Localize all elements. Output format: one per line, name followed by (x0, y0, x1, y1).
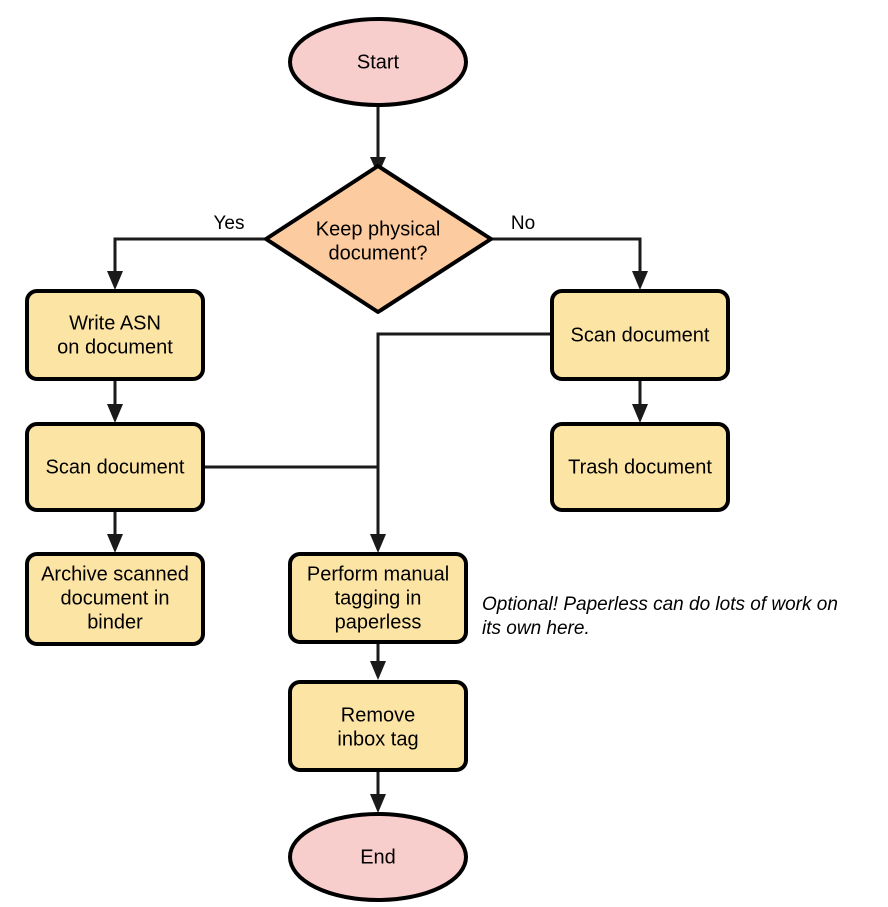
arrowhead-decision-no (632, 271, 648, 290)
arrowhead-scan-right-to-trash (632, 404, 648, 423)
node-scan-document-right[interactable]: Scan document (550, 289, 730, 381)
arrowhead-remove-inbox-tag-to-end (370, 794, 386, 813)
trash-document-rect[interactable] (550, 422, 730, 512)
node-trash-document-label: Trash document (568, 456, 712, 478)
node-remove-inbox-tag[interactable]: Remove inbox tag (288, 680, 468, 772)
node-keep-physical-document-label-line1: Keep physical (316, 218, 441, 240)
edge-layer: Write ASN --> Scan document (right) --> (107, 104, 648, 813)
node-write-asn-on-document[interactable]: Write ASN on document (25, 289, 205, 381)
node-archive-scanned-document-in-binder-label-line3: binder (87, 611, 143, 633)
edge-label-layer: Yes No (214, 213, 536, 234)
edge-line-decision-no (491, 237, 642, 275)
optional-note-line2: its own here. (482, 618, 590, 639)
edge-label-no: No (511, 213, 535, 234)
arrowhead-scan-left-to-archive (107, 534, 123, 553)
write-asn-on-document-rect[interactable] (25, 289, 205, 381)
edge-remove-inbox-tag-to-end (370, 771, 386, 813)
node-archive-scanned-document-in-binder-label-line1: Archive scanned (41, 563, 189, 585)
edge-scan-right-to-tagging (370, 332, 552, 553)
edge-decision-no (491, 237, 648, 290)
arrowhead-decision-yes (107, 271, 123, 290)
edge-line-scan-right-to-tagging (376, 332, 552, 538)
annotation-optional-note: Optional! Paperless can do lots of work … (482, 594, 838, 639)
node-perform-manual-tagging-label-line2: tagging in (335, 587, 422, 609)
edge-write-asn-to-scan (107, 378, 123, 423)
node-remove-inbox-tag-label-line1: Remove (341, 704, 415, 726)
node-scan-document-left-label: Scan document (46, 456, 185, 478)
node-start[interactable]: Start (288, 17, 468, 107)
remove-inbox-tag-rect[interactable] (288, 680, 468, 772)
edge-scan-right-to-trash (632, 378, 648, 423)
arrowhead-write-asn-to-scan (107, 404, 123, 423)
edge-tagging-to-remove-inbox-tag (370, 641, 386, 680)
node-keep-physical-document[interactable]: Keep physical document? (264, 164, 493, 314)
edge-label-yes: Yes (214, 213, 245, 234)
node-scan-document-right-label: Scan document (571, 324, 710, 346)
node-archive-scanned-document-in-binder[interactable]: Archive scanned document in binder (25, 552, 205, 646)
node-remove-inbox-tag-label-line2: inbox tag (337, 728, 418, 750)
optional-note-line1: Optional! Paperless can do lots of work … (482, 594, 838, 615)
node-scan-document-left[interactable]: Scan document (25, 422, 205, 512)
arrowhead-tagging-to-remove-inbox-tag (370, 661, 386, 680)
node-keep-physical-document-label-line2: document? (329, 242, 428, 264)
start-ellipse[interactable] (288, 17, 468, 107)
scan-document-right-rect[interactable] (550, 289, 730, 381)
node-write-asn-on-document-label-line1: Write ASN (69, 312, 161, 334)
edge-decision-yes (107, 237, 266, 290)
edge-line-decision-yes (113, 237, 266, 275)
node-end[interactable]: End (288, 812, 468, 902)
archive-scanned-document-in-binder-rect[interactable] (25, 552, 205, 646)
node-end-label: End (360, 846, 396, 868)
node-layer: Start Keep physical document? Write ASN … (25, 17, 730, 902)
decision-diamond[interactable] (264, 164, 493, 314)
node-perform-manual-tagging-label-line3: paperless (335, 611, 422, 633)
node-trash-document[interactable]: Trash document (550, 422, 730, 512)
node-perform-manual-tagging-label-line1: Perform manual (307, 563, 449, 585)
node-perform-manual-tagging-in-paperless[interactable]: Perform manual tagging in paperless (288, 552, 468, 644)
node-start-label: Start (357, 51, 400, 73)
node-write-asn-on-document-label-line2: on document (57, 336, 173, 358)
arrowhead-scan-right-to-tagging (370, 534, 386, 553)
scan-document-left-rect[interactable] (25, 422, 205, 512)
end-ellipse[interactable] (288, 812, 468, 902)
node-archive-scanned-document-in-binder-label-line2: document in (61, 587, 170, 609)
perform-manual-tagging-in-paperless-rect[interactable] (288, 552, 468, 644)
edge-scan-left-to-archive (107, 510, 123, 553)
